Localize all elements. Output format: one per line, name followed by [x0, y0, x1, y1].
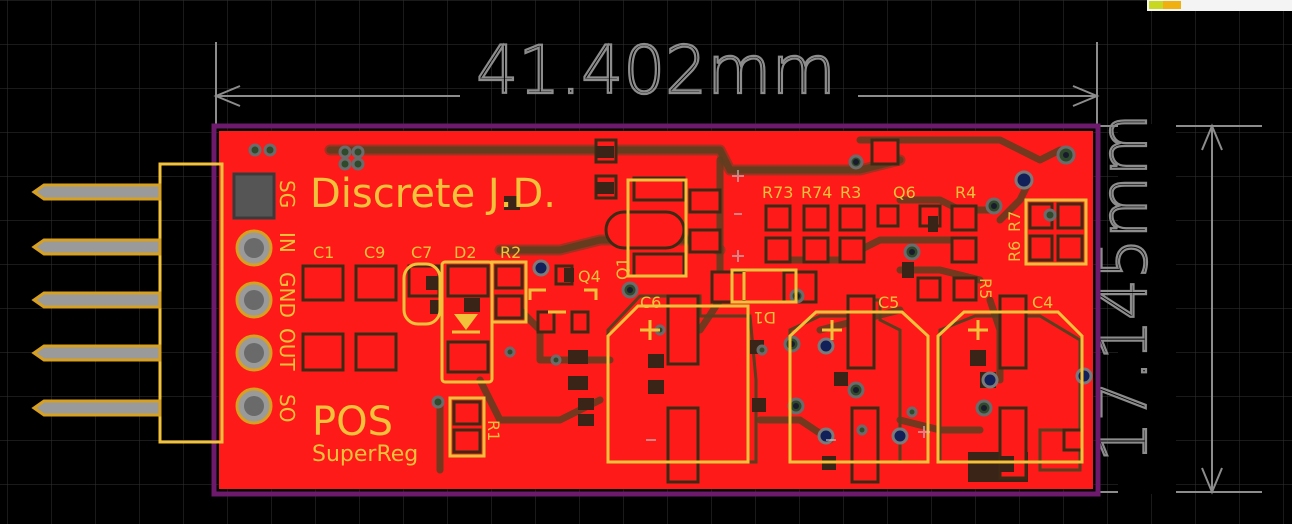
connector-pin-labels: SG IN GND OUT SO	[275, 180, 299, 422]
ref-r1: R1	[484, 420, 503, 441]
ref-c4: C4	[1032, 293, 1053, 312]
ref-c6: C6	[640, 293, 661, 312]
ref-r3: R3	[840, 183, 861, 202]
reference-designators: C1 C9 C7 D2 R2 R1 Q4 Q1 C6 D1 C5 C4 R73 …	[313, 183, 1053, 441]
ref-q1: Q1	[613, 257, 632, 280]
smd-pads	[301, 138, 1084, 484]
pin-label-in: IN	[275, 232, 299, 253]
ref-d2: D2	[454, 243, 477, 262]
ref-r5: R5	[976, 278, 995, 299]
width-dimension-label: 41.402mm	[476, 32, 836, 109]
ref-q4: Q4	[578, 267, 601, 286]
bottom-pads	[426, 146, 1014, 472]
ref-r4: R4	[955, 183, 976, 202]
ref-r7: R7	[1005, 211, 1024, 232]
board-product: SuperReg	[312, 442, 418, 467]
ref-r73: R73	[762, 183, 793, 202]
board-subtitle: POS	[312, 399, 393, 445]
header-pins	[31, 183, 162, 417]
ref-r74: R74	[801, 183, 832, 202]
ref-c5: C5	[878, 293, 899, 312]
silkscreen-outlines	[158, 162, 1088, 464]
layer-indicator	[1147, 0, 1292, 11]
blind-vias	[532, 170, 1093, 445]
pin-label-out: OUT	[275, 328, 299, 371]
ref-d1: D1	[754, 308, 777, 327]
ref-r2: R2	[500, 243, 521, 262]
pin-label-sg: SG	[275, 180, 299, 208]
ref-c1: C1	[313, 243, 334, 262]
board-title: Discrete J.D.	[310, 171, 556, 217]
pin-label-gnd: GND	[275, 272, 299, 318]
ref-r6: R6	[1005, 241, 1024, 262]
polarity-marks	[646, 170, 930, 441]
ref-c9: C9	[364, 243, 385, 262]
ref-q6: Q6	[893, 183, 916, 202]
width-dimension: 41.402mm	[213, 31, 1100, 128]
ref-c7: C7	[411, 243, 432, 262]
board-titles: Discrete J.D. POS SuperReg	[310, 171, 556, 467]
pin-label-so: SO	[275, 394, 299, 422]
